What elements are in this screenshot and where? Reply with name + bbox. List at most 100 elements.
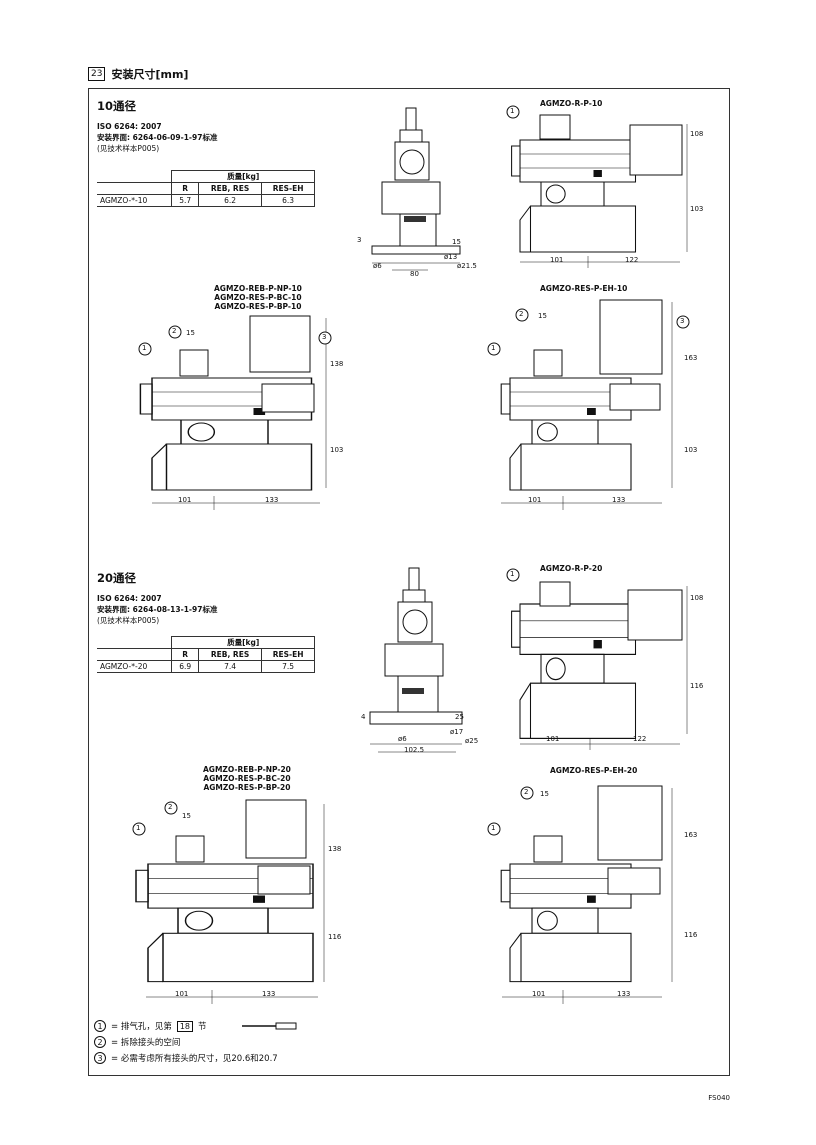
size10-title: 10通径 bbox=[97, 99, 137, 113]
callout-2: 2 bbox=[519, 310, 524, 318]
model-title: AGMZO-REB-P-NP-10 bbox=[214, 284, 302, 293]
dim: 25 bbox=[455, 713, 464, 721]
dim: ø6 bbox=[398, 735, 407, 743]
dim: ø13 bbox=[444, 253, 458, 261]
note-num: 3 bbox=[94, 1052, 106, 1064]
dim: ø25 bbox=[465, 737, 479, 745]
dim: 116 bbox=[328, 933, 342, 941]
dim: 3 bbox=[357, 236, 362, 244]
screwdriver-icon bbox=[241, 1022, 297, 1030]
size20-mount: 安装界面: 6264-08-13-1-97标准 bbox=[97, 605, 218, 614]
dim: 102.5 bbox=[404, 746, 425, 754]
dim: 15 bbox=[538, 312, 547, 320]
size10-mount: 安装界面: 6264-06-09-1-97标准 bbox=[97, 133, 218, 142]
size10-mass-table: 质量[kg] R REB, RES RES-EH AGMZO-*-10 5.7 … bbox=[97, 170, 315, 207]
reb20-titles: AGMZO-REB-P-NP-20 AGMZO-RES-P-BC-20 AGMZ… bbox=[203, 765, 291, 792]
dim: 116 bbox=[684, 931, 698, 939]
model-title: AGMZO-RES-P-BP-10 bbox=[214, 302, 302, 311]
callout-1: 1 bbox=[510, 570, 515, 578]
section-header: 23 安装尺寸[mm] bbox=[88, 66, 188, 82]
drawing-r20 bbox=[511, 581, 688, 750]
dim: 15 bbox=[186, 329, 195, 337]
dim: ø6 bbox=[373, 262, 382, 270]
dim: 133 bbox=[612, 496, 626, 504]
drawing-reb10 bbox=[139, 315, 327, 510]
note-num: 2 bbox=[94, 1036, 106, 1048]
dim: 101 bbox=[178, 496, 192, 504]
callout-1: 1 bbox=[491, 344, 496, 352]
dim: 15 bbox=[540, 790, 549, 798]
dim: 101 bbox=[528, 496, 542, 504]
dim: 116 bbox=[690, 682, 704, 690]
cell: 7.5 bbox=[261, 660, 315, 673]
footer-code: FS040 bbox=[708, 1094, 730, 1102]
dim: ø21.5 bbox=[457, 262, 477, 270]
front-view-10 bbox=[371, 107, 461, 271]
dim: 133 bbox=[617, 990, 631, 998]
callout-2: 2 bbox=[172, 327, 177, 335]
dim: 122 bbox=[633, 735, 647, 743]
dim: 163 bbox=[684, 354, 698, 362]
dim: 15 bbox=[182, 812, 191, 820]
dim: 122 bbox=[625, 256, 639, 264]
callouts bbox=[132, 105, 690, 836]
model-title: AGMZO-RES-P-BC-20 bbox=[203, 774, 291, 783]
dim: 133 bbox=[265, 496, 279, 504]
callout-1: 1 bbox=[136, 824, 141, 832]
dim: 4 bbox=[361, 713, 366, 721]
size20-title: 20通径 bbox=[97, 571, 137, 585]
drawing-eh10 bbox=[500, 299, 673, 510]
dim: 163 bbox=[684, 831, 698, 839]
dim: 103 bbox=[690, 205, 704, 213]
dim: 15 bbox=[452, 238, 461, 246]
cell: 6.3 bbox=[261, 194, 315, 207]
callout-1: 1 bbox=[142, 344, 147, 352]
dim: 138 bbox=[330, 360, 344, 368]
dim: 103 bbox=[330, 446, 344, 454]
note-suffix: 节 bbox=[198, 1022, 207, 1032]
note-text: = 拆除接头的空间 bbox=[111, 1038, 181, 1048]
content-frame bbox=[88, 88, 730, 1076]
model-title: AGMZO-RES-P-BP-20 bbox=[203, 783, 291, 792]
note-text: = 必需考虑所有接头的尺寸，见20.6和20.7 bbox=[111, 1054, 278, 1064]
note-3: 3 = 必需考虑所有接头的尺寸，见20.6和20.7 bbox=[94, 1050, 300, 1066]
section-number: 23 bbox=[88, 67, 106, 81]
size10-iso: ISO 6264: 2007 bbox=[97, 122, 162, 131]
r10-title: AGMZO-R-P-10 bbox=[540, 99, 603, 108]
note-1: 1 = 排气孔，见第 18 节 bbox=[94, 1018, 300, 1034]
size20-iso: ISO 6264: 2007 bbox=[97, 594, 162, 603]
dim: 138 bbox=[328, 845, 342, 853]
eh10-title: AGMZO-RES-P-EH-10 bbox=[540, 284, 628, 293]
note-2: 2 = 拆除接头的空间 bbox=[94, 1034, 300, 1050]
dim: 101 bbox=[546, 735, 560, 743]
model-title: AGMZO-REB-P-NP-20 bbox=[203, 765, 291, 774]
cell: 5.7 bbox=[171, 194, 199, 207]
front-view-20 bbox=[369, 567, 463, 753]
model-title: AGMZO-RES-P-BC-10 bbox=[214, 293, 302, 302]
section-title: 安装尺寸[mm] bbox=[111, 68, 189, 81]
eh20-title: AGMZO-RES-P-EH-20 bbox=[550, 766, 638, 775]
drawing-r10 bbox=[511, 114, 688, 268]
dim: 133 bbox=[262, 990, 276, 998]
dim: 103 bbox=[684, 446, 698, 454]
callout-3: 3 bbox=[322, 333, 327, 341]
notes: 1 = 排气孔，见第 18 节 2 = 拆除接头的空间 3 = 必需考虑所有接头… bbox=[94, 1018, 300, 1066]
dim: 108 bbox=[690, 130, 704, 138]
note-ref: 18 bbox=[176, 1020, 194, 1032]
reb10-titles: AGMZO-REB-P-NP-10 AGMZO-RES-P-BC-10 AGMZ… bbox=[214, 284, 302, 311]
callout-2: 2 bbox=[524, 788, 529, 796]
callout-1: 1 bbox=[510, 107, 515, 115]
callout-3: 3 bbox=[680, 317, 685, 325]
dim: 101 bbox=[532, 990, 546, 998]
cell: 6.2 bbox=[197, 194, 263, 207]
size10-info: 10通径 ISO 6264: 2007 安装界面: 6264-06-09-1-9… bbox=[97, 98, 217, 154]
r20-title: AGMZO-R-P-20 bbox=[540, 564, 603, 573]
size20-mass-table: 质量[kg] R REB, RES RES-EH AGMZO-*-20 6.9 … bbox=[97, 636, 315, 673]
dim: 80 bbox=[410, 270, 419, 278]
dim: 101 bbox=[175, 990, 189, 998]
dim: 108 bbox=[690, 594, 704, 602]
cell: 7.4 bbox=[197, 660, 263, 673]
size20-ref: (见技术样本P005) bbox=[97, 616, 160, 625]
note-num: 1 bbox=[94, 1020, 106, 1032]
drawing-reb20 bbox=[135, 799, 325, 1004]
